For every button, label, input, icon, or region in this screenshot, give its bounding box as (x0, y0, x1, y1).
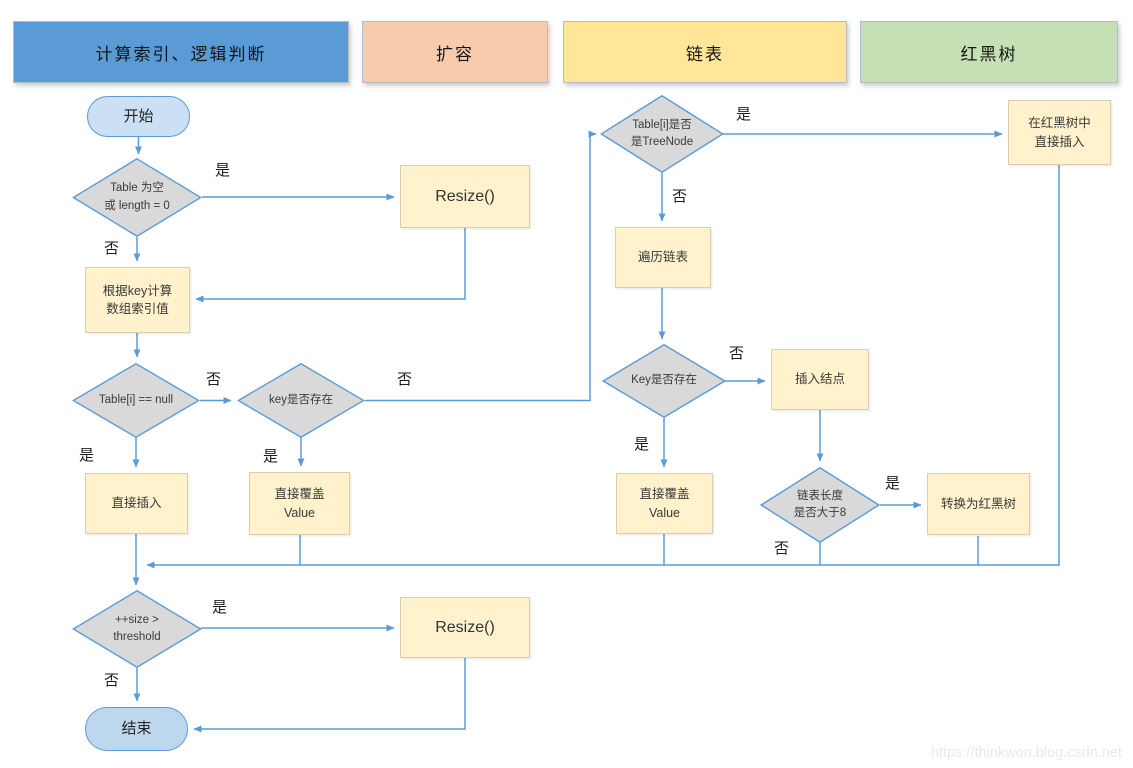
decision-size-threshold-label: ++size > threshold (113, 613, 161, 643)
header-linked-list: 链表 (563, 21, 847, 83)
decision-list-length-label: 链表长度 是否大于8 (793, 489, 847, 519)
header-index-logic: 计算索引、逻辑判断 (13, 21, 349, 83)
process-overwrite-value-right-label: 直接覆盖 Value (639, 487, 690, 520)
decision-treenode-label: Table[i]是否 是TreeNode (630, 118, 694, 148)
decision-list-length: 链表长度 是否大于8 (760, 467, 880, 543)
edge-label-key-exists-left-yes: 是 (263, 448, 279, 465)
edge-label-treenode-no: 否 (672, 188, 688, 205)
edge-label-key-exists-left-no: 否 (397, 371, 413, 388)
process-calc-index-label: 根据key计算 数组索引值 (102, 283, 173, 316)
terminal-start-label: 开始 (123, 107, 154, 125)
process-insert-node: 插入结点 (771, 349, 869, 410)
header-label: 计算索引、逻辑判断 (95, 44, 267, 64)
header-label: 红黑树 (960, 44, 1018, 64)
edge-label-key-exists-right-no: 否 (729, 345, 745, 362)
edge-label-table-empty-no: 否 (104, 240, 120, 257)
edge-label-size-threshold-yes: 是 (212, 599, 228, 616)
process-direct-insert: 直接插入 (85, 473, 188, 534)
process-direct-insert-label: 直接插入 (111, 496, 162, 511)
diamond-shape (72, 590, 202, 668)
diamond-shape (72, 363, 200, 438)
edge-key-exists-left-no-to-treenode (365, 130, 597, 402)
decision-table-i-null: Table[i] == null (72, 363, 200, 438)
process-traverse-list: 遍历链表 (615, 227, 711, 288)
diamond-shape (72, 158, 202, 237)
header-label: 链表 (686, 44, 724, 64)
process-resize-top-label: Resize() (435, 187, 495, 205)
header-red-black-tree: 红黑树 (860, 21, 1118, 83)
process-convert-rb-tree-label: 转换为红黑树 (940, 496, 1016, 511)
decision-key-exists-right: Key是否存在 (602, 344, 726, 418)
process-convert-rb-tree: 转换为红黑树 (927, 473, 1030, 535)
process-insert-node-label: 插入结点 (794, 372, 845, 387)
edge-label-list-length-no: 否 (774, 540, 790, 557)
header-resize: 扩容 (362, 21, 548, 83)
header-label: 扩容 (436, 44, 474, 64)
decision-key-exists-left-label: key是否存在 (269, 393, 333, 406)
process-overwrite-value-left-label: 直接覆盖 Value (274, 487, 325, 520)
decision-table-i-null-label: Table[i] == null (98, 393, 174, 406)
diamond-shape (760, 467, 880, 543)
decision-key-exists-left: key是否存在 (237, 363, 365, 438)
decision-table-empty-label: Table 为空 或 length = 0 (104, 182, 170, 212)
diamond-shape (600, 95, 724, 173)
process-calc-index: 根据key计算 数组索引值 (85, 267, 190, 333)
edge-label-table-i-null-yes: 是 (79, 447, 95, 464)
process-rb-tree-insert: 在红黑树中 直接插入 (1008, 100, 1111, 165)
edge-resize-bottom-to-end (193, 658, 466, 733)
terminal-end-label: 结束 (121, 720, 152, 738)
process-traverse-list-label: 遍历链表 (637, 250, 688, 265)
edge-label-table-empty-yes: 是 (215, 162, 231, 179)
edge-label-list-length-yes: 是 (885, 475, 901, 492)
edge-resize-to-calc-index (195, 228, 466, 303)
process-overwrite-value-left: 直接覆盖 Value (249, 472, 350, 535)
edge-label-key-exists-right-yes: 是 (634, 436, 650, 453)
edge-label-size-threshold-no: 否 (104, 672, 120, 689)
edge-label-treenode-yes: 是 (736, 106, 752, 123)
decision-key-exists-right-label: Key是否存在 (631, 374, 697, 387)
process-rb-tree-insert-label: 在红黑树中 直接插入 (1028, 116, 1091, 149)
process-resize-bottom-label: Resize() (435, 618, 495, 636)
process-overwrite-value-right: 直接覆盖 Value (616, 473, 713, 534)
decision-size-threshold: ++size > threshold (72, 590, 202, 668)
diamond-shape (602, 344, 726, 418)
diamond-shape (237, 363, 365, 438)
terminal-end: 结束 (85, 707, 188, 751)
edge-label-table-i-null-no: 否 (206, 371, 222, 388)
watermark: https://thinkwon.blog.csdn.net (930, 745, 1122, 761)
edge-rb-insert-down-collector (146, 165, 1060, 569)
terminal-start: 开始 (87, 96, 190, 137)
decision-table-empty: Table 为空 或 length = 0 (72, 158, 202, 237)
process-resize-top: Resize() (400, 165, 530, 228)
decision-treenode: Table[i]是否 是TreeNode (600, 95, 724, 173)
process-resize-bottom: Resize() (400, 597, 530, 658)
